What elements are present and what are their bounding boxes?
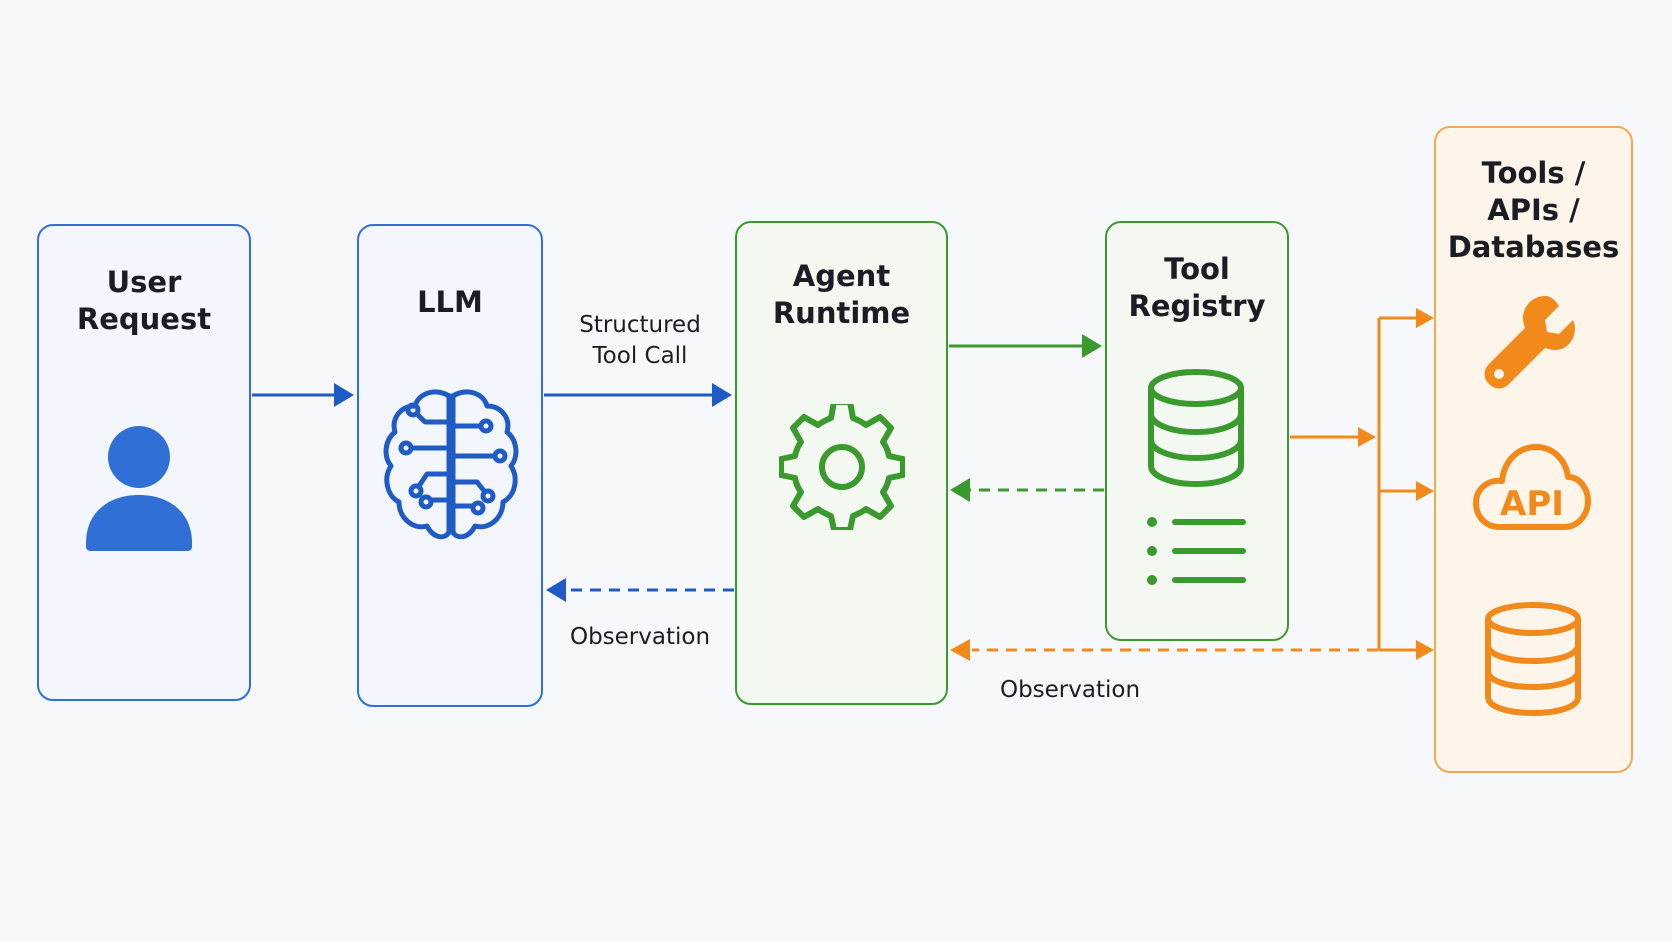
database-list-icon — [1147, 369, 1246, 585]
agent-runtime-node: Agent Runtime — [735, 221, 948, 705]
tool-registry-title: Tool Registry — [1128, 252, 1266, 323]
arrow-fanout-to-wrench — [1379, 308, 1434, 328]
llm-title: LLM — [417, 285, 483, 319]
observation-label-tools: Observation — [999, 677, 1141, 703]
arrow-llm-to-runtime — [544, 383, 732, 407]
arrow-tools-to-runtime-observation — [950, 639, 1378, 661]
wrench-icon — [1484, 296, 1575, 389]
arrow-runtime-to-llm-observation — [546, 578, 734, 602]
user-request-node: User Request — [37, 224, 251, 701]
arrow-fanout-to-api — [1379, 481, 1434, 501]
structured-tool-call-label: Structured Tool Call — [579, 312, 701, 369]
observation-label-llm: Observation — [569, 624, 711, 650]
agent-runtime-title: Agent Runtime — [772, 259, 911, 330]
arrow-fanout-to-database — [1379, 640, 1434, 660]
arrow-registry-to-runtime — [950, 478, 1104, 502]
tools-apis-databases-title: Tools / APIs / Databases — [1447, 156, 1620, 264]
database-icon — [1485, 602, 1581, 717]
cloud-api-icon — [1473, 444, 1591, 530]
brain-circuit-icon — [383, 389, 519, 540]
gear-icon — [779, 404, 905, 530]
user-request-title: User Request — [76, 265, 212, 336]
arrow-runtime-to-registry — [949, 334, 1102, 358]
arrow-user-to-llm — [252, 383, 354, 407]
person-icon — [86, 426, 192, 551]
arrow-registry-to-fanout — [1290, 427, 1376, 447]
api-label: API — [1500, 484, 1564, 524]
